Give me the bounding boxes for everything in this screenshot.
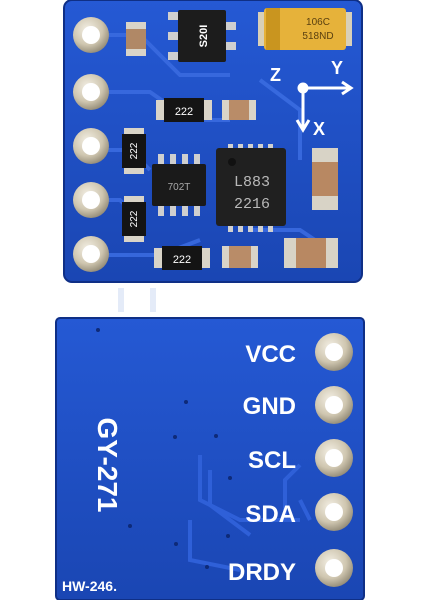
capacitor-c2 (222, 100, 256, 120)
top-pin-holes (73, 17, 109, 272)
axis-label-x: X (313, 119, 325, 139)
resistor-code: 222 (129, 142, 140, 159)
axis-label-y: Y (331, 58, 343, 78)
resistor-r1: 222 (156, 98, 212, 122)
resistor-code: 222 (173, 254, 191, 266)
capacitor-c3 (312, 148, 338, 210)
capacitor-c1 (126, 22, 146, 56)
capacitor-c5 (284, 238, 338, 268)
watermark (118, 288, 156, 312)
pin-label-vcc: VCC (245, 341, 296, 368)
resistor-code: 222 (129, 210, 140, 227)
magnetometer-ic: L883 2216 (216, 144, 286, 232)
bottom-pin-holes (315, 333, 353, 587)
capacitor-c4 (222, 246, 258, 268)
axis-label-z: Z (270, 65, 281, 85)
tantalum-marking-1: 106C (306, 17, 330, 28)
axis-diagram (295, 80, 354, 133)
pin-label-scl: SCL (248, 447, 296, 474)
pin-label-drdy: DRDY (228, 559, 296, 586)
resistor-r4: 222 (154, 246, 210, 270)
small-ic-marking: 702T (168, 182, 191, 193)
regulator-chip: S20I (168, 10, 236, 62)
tantalum-marking-2: 518ND (302, 31, 333, 42)
pin-label-sda: SDA (245, 501, 296, 528)
top-board: S20I 106C 518ND Z Y X 222 (63, 0, 363, 283)
vias (96, 328, 232, 569)
resistor-r2: 222 (122, 128, 146, 174)
regulator-marking: S20I (198, 25, 210, 48)
pcb-code: HW-246. (62, 578, 117, 594)
resistor-r3: 222 (122, 196, 146, 242)
pin-label-gnd: GND (243, 393, 296, 420)
magnetometer-marking-1: L883 (234, 174, 270, 191)
tantalum-capacitor: 106C 518ND (258, 8, 352, 50)
small-ic: 702T (152, 154, 206, 216)
magnetometer-marking-2: 2216 (234, 196, 270, 213)
resistor-code: 222 (175, 106, 193, 118)
model-label: GY-271 (92, 418, 123, 513)
bottom-board: GY-271 HW-246. VCC GND SCL SDA DRDY (55, 317, 365, 600)
